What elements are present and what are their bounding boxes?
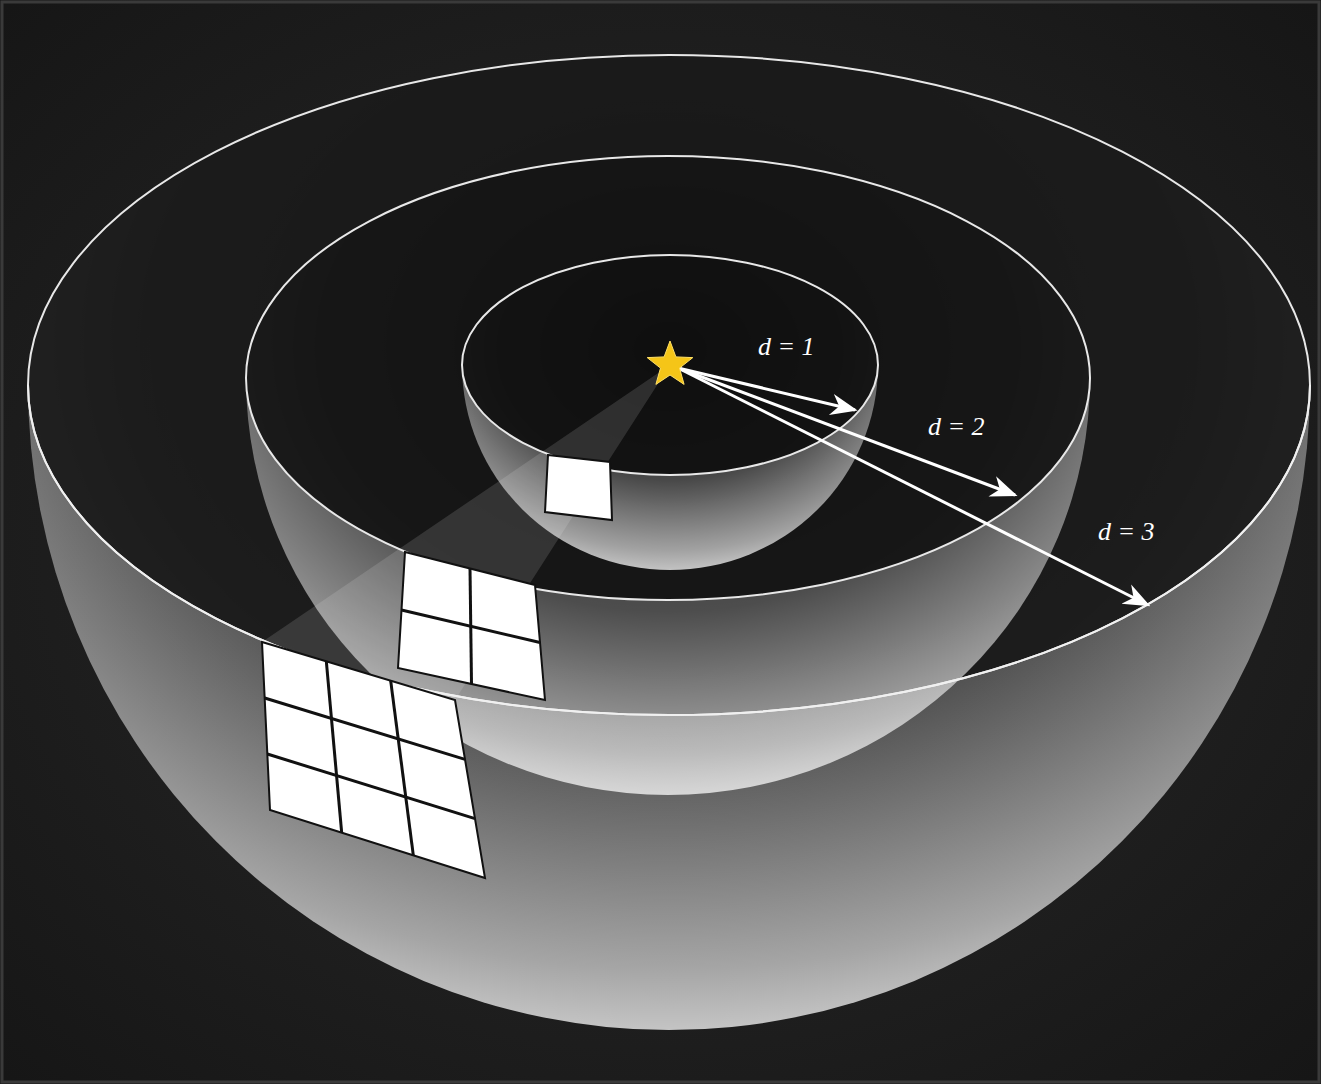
patch-square	[398, 552, 545, 700]
distance-arrow	[678, 368, 855, 410]
grid-line	[391, 681, 414, 856]
inner-rim	[462, 255, 878, 475]
light-source-star	[647, 341, 693, 384]
light-cone	[262, 365, 670, 878]
outer-hemisphere	[28, 55, 1310, 1030]
outer-rim-front	[28, 385, 1310, 715]
area-patches	[262, 455, 612, 878]
area-patch	[262, 642, 485, 878]
grid-line	[402, 610, 541, 643]
patch-square	[545, 455, 612, 520]
area-patch	[545, 455, 612, 520]
distance-label: d = 2	[928, 413, 985, 442]
patch-square	[262, 642, 485, 878]
area-patch	[398, 552, 545, 700]
middle-rim	[246, 156, 1090, 600]
distance-label: d = 3	[1098, 518, 1155, 547]
distance-arrow	[678, 368, 1148, 605]
grid-line	[267, 754, 475, 819]
grid-line	[326, 661, 341, 832]
grid-line	[265, 698, 465, 759]
distance-label: d = 1	[758, 333, 815, 362]
distance-arrow	[678, 368, 1015, 495]
